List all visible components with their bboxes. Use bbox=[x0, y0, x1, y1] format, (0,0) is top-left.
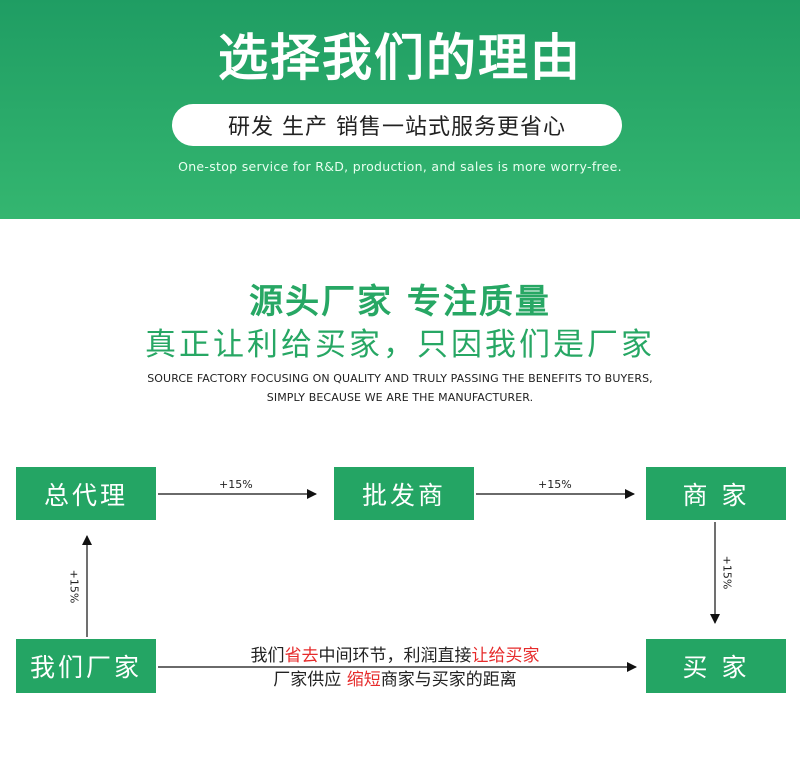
box-buyer: 买 家 bbox=[646, 639, 786, 693]
banner-title: 选择我们的理由 bbox=[218, 29, 582, 87]
note-line-1-part-1: 我们 bbox=[250, 646, 285, 666]
note-line-2-part-2: 商家与买家的距离 bbox=[380, 670, 517, 690]
english-line-1: SOURCE FACTORY FOCUSING ON QUALITY AND T… bbox=[147, 372, 653, 385]
headline-source-factory: 源头厂家 专注质量 bbox=[249, 282, 551, 322]
headline-benefit-buyers: 真正让利给买家，只因我们是厂家 bbox=[145, 327, 655, 363]
markup-label-3: +15% bbox=[720, 555, 734, 590]
note-line-1-red-2: 让给买家 bbox=[471, 646, 540, 666]
banner-pill: 研发 生产 销售一站式服务更省心 bbox=[172, 104, 622, 146]
note-line-2: 厂家供应 缩短商家与买家的距离 bbox=[160, 668, 630, 692]
english-line-2: SIMPLY BECAUSE WE ARE THE MANUFACTURER. bbox=[266, 391, 534, 404]
box-factory: 我们厂家 bbox=[16, 639, 156, 693]
markup-label-4: +15% bbox=[67, 569, 81, 604]
box-general-agent: 总代理 bbox=[16, 467, 156, 520]
box-wholesaler: 批发商 bbox=[334, 467, 474, 520]
markup-label-1: +15% bbox=[219, 478, 253, 491]
english-statement: SOURCE FACTORY FOCUSING ON QUALITY AND T… bbox=[0, 369, 800, 407]
banner-subtitle: One-stop service for R&D, production, an… bbox=[178, 159, 622, 174]
note-line-2-part-1: 厂家供应 bbox=[273, 670, 347, 690]
note-line-1-part-2: 中间环节，利润直接 bbox=[318, 646, 472, 666]
top-banner: 选择我们的理由 研发 生产 销售一站式服务更省心 One-stop servic… bbox=[0, 0, 800, 219]
markup-label-2: +15% bbox=[538, 478, 572, 491]
box-merchant: 商 家 bbox=[646, 467, 786, 520]
note-line-1-red-1: 省去 bbox=[284, 646, 319, 666]
note-line-2-red: 缩短 bbox=[346, 670, 381, 690]
note-line-1: 我们省去中间环节，利润直接让给买家 bbox=[160, 644, 630, 668]
